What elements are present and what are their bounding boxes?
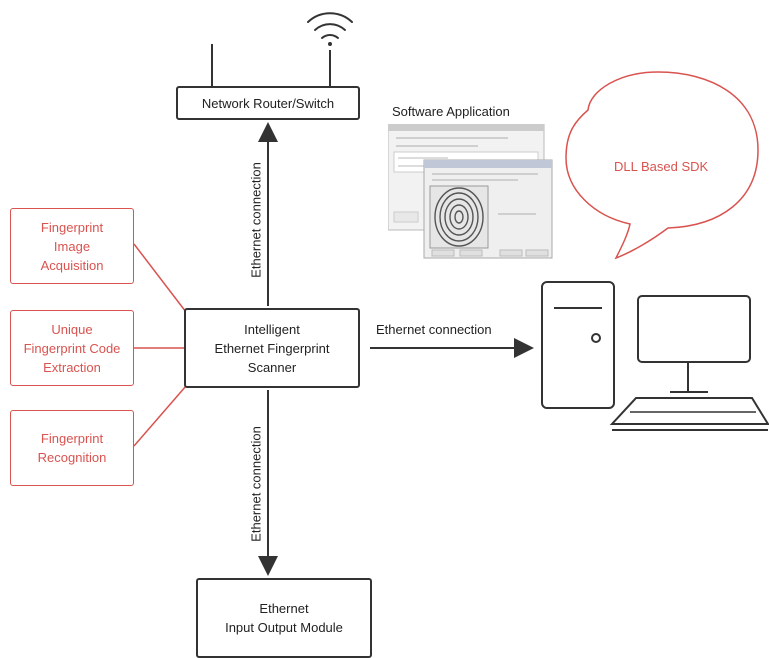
edge-down-label: Ethernet connection [248,426,264,542]
feature-box-code-extraction: Unique Fingerprint Code Extraction [10,310,134,386]
feature-label: Fingerprint Recognition [37,431,107,465]
keyboard-icon [609,397,769,431]
io-module-label: Ethernet Input Output Module [225,601,343,635]
sdk-label: DLL Based SDK [614,159,709,174]
feature-connector-top [133,243,187,313]
feature-box-recognition: Fingerprint Recognition [10,410,134,486]
computer-tower-icon [541,281,615,409]
feature-connector-bottom [133,385,187,447]
sdk-speech-bubble [565,71,759,260]
feature-box-image-acquisition: Fingerprint Image Acquisition [10,208,134,284]
edge-right-label: Ethernet connection [376,322,492,337]
fingerprint-image-icon [429,185,489,249]
fingerprint-scanner-label: Intelligent Ethernet Fingerprint Scanner [214,321,330,375]
fingerprint-scanner-box: Intelligent Ethernet Fingerprint Scanner [184,308,360,388]
software-screenshot-image [388,124,553,259]
software-application-label: Software Application [392,104,510,119]
feature-label: Unique Fingerprint Code Extraction [23,321,121,375]
edge-up-label: Ethernet connection [248,162,264,278]
network-router-box: Network Router/Switch [176,86,360,120]
monitor-icon [637,295,751,393]
network-router-label: Network Router/Switch [201,95,335,111]
io-module-box: Ethernet Input Output Module [196,578,372,658]
feature-label: Fingerprint Image Acquisition [40,219,104,273]
wifi-icon [307,12,353,46]
